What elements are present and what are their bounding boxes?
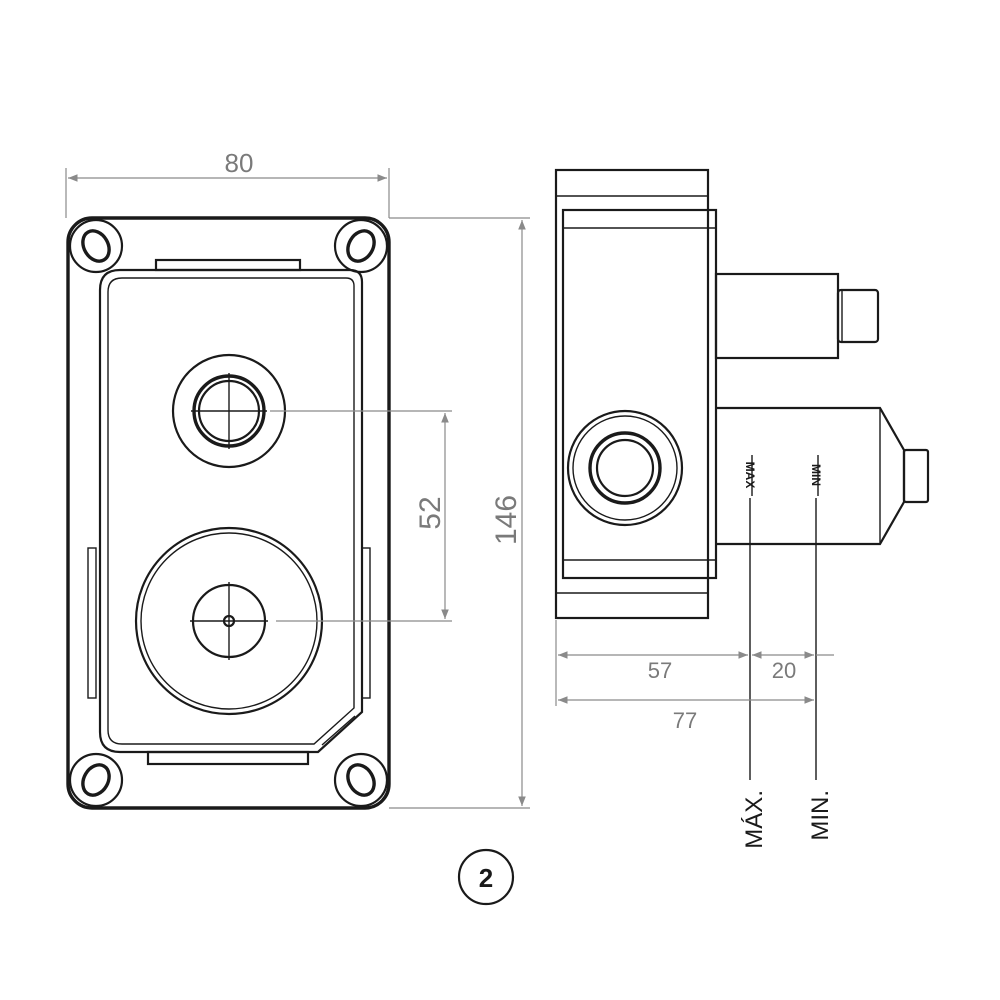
left-side-tab: [87, 547, 97, 699]
chamfer-line: [321, 715, 356, 746]
dim-depth-77: 77: [673, 708, 697, 733]
right-side-tab: [361, 547, 371, 699]
side-body: [554, 168, 710, 620]
mount-hole-bottom-left: [68, 752, 124, 808]
front-plate: [98, 268, 364, 754]
min-small-label: MIN: [809, 464, 823, 486]
side-view: MAX MIN MÁX. MIN.: [554, 168, 930, 849]
front-plate-inner: [107, 277, 355, 745]
upper-outlet: [714, 272, 880, 360]
upper-port: [171, 353, 287, 469]
side-port: [566, 409, 684, 527]
mount-hole-bottom-right: [333, 752, 389, 808]
front-dimensions: 80 146 52: [65, 148, 530, 809]
dim-depth-20: 20: [772, 658, 796, 683]
dim-height-146: 146: [490, 495, 523, 545]
mount-hole-top-left: [68, 218, 124, 274]
mount-hole-top-right: [333, 218, 389, 274]
dim-depth-57: 57: [648, 658, 672, 683]
figure-number: 2: [479, 863, 493, 893]
lower-outlet: [716, 406, 930, 546]
dim-width-80: 80: [225, 148, 254, 178]
dim-spacing-52: 52: [414, 496, 447, 529]
front-frame-outer: [66, 216, 391, 810]
figure-number-badge: 2: [457, 848, 515, 906]
max-marker: MAX: [743, 455, 757, 780]
side-body-inner: [561, 208, 718, 580]
top-tab: [154, 258, 302, 272]
min-marker: MIN: [809, 455, 823, 780]
side-dimensions: 57 20 77: [555, 620, 834, 733]
max-small-label: MAX: [743, 462, 757, 489]
max-label: MÁX.: [741, 790, 768, 849]
front-view: [66, 216, 391, 810]
bottom-tab: [146, 750, 310, 766]
min-label: MIN.: [807, 790, 834, 841]
lower-port: [134, 526, 324, 716]
